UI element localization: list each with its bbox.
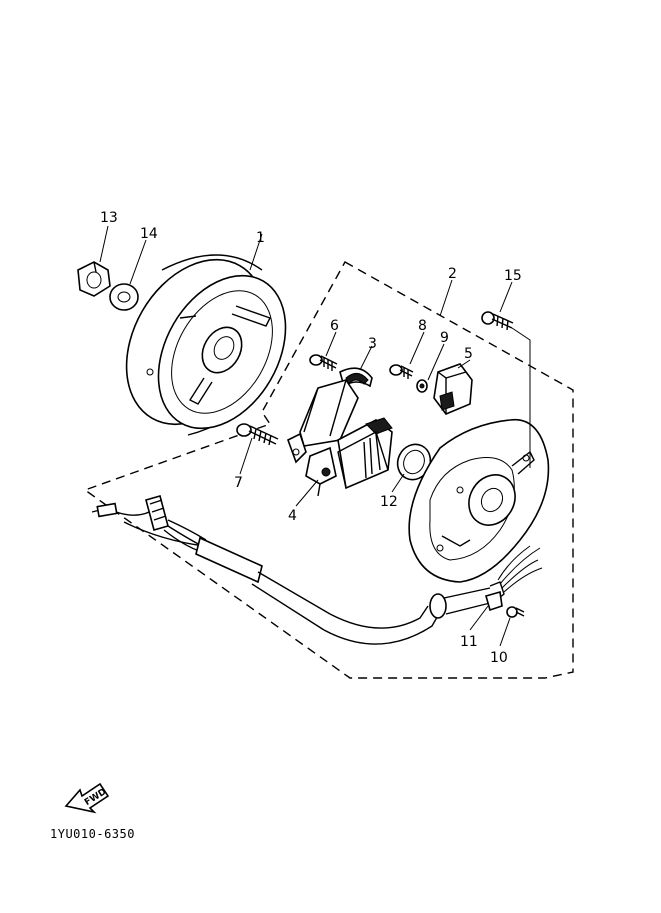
screw-part-15[interactable] — [481, 311, 514, 331]
callout-10: 10 — [490, 650, 508, 666]
drawing-code: 1YU010-6350 — [50, 827, 135, 841]
flywheel-part[interactable] — [98, 235, 311, 451]
leader-lines — [99, 225, 531, 647]
callout-8: 8 — [418, 318, 427, 334]
callout-15: 15 — [504, 268, 522, 284]
callout-13: 13 — [100, 210, 118, 226]
forward-arrow-icon: FWD — [64, 782, 110, 814]
callout-4: 4 — [288, 508, 297, 524]
screw-part-8[interactable] — [389, 364, 414, 379]
assembly-boundary — [83, 261, 574, 679]
callout-6: 6 — [330, 318, 339, 334]
callout-12: 12 — [380, 494, 398, 510]
callout-2: 2 — [448, 266, 457, 282]
callout-14: 14 — [140, 226, 158, 242]
washer-part[interactable] — [109, 283, 139, 311]
callout-5: 5 — [464, 346, 473, 362]
stator-base-plate-part[interactable] — [408, 418, 550, 583]
pulser-coil-part[interactable] — [287, 432, 337, 497]
clamp-part-11[interactable] — [485, 590, 503, 612]
wire-harness-part[interactable] — [91, 495, 543, 645]
callout-9: 9 — [440, 330, 449, 346]
clamp-part[interactable] — [433, 363, 473, 415]
callout-labels: 1 2 3 4 5 6 7 8 9 10 11 12 13 14 15 — [100, 210, 522, 666]
charge-coil-part[interactable] — [299, 367, 393, 490]
callout-7: 7 — [234, 475, 243, 491]
callout-11: 11 — [460, 634, 478, 650]
screw-part-10[interactable] — [506, 606, 525, 618]
nut-part[interactable] — [77, 261, 111, 297]
washer-part-9[interactable] — [416, 379, 428, 393]
screw-part-6[interactable] — [309, 354, 338, 371]
bolt-part-7[interactable] — [236, 423, 279, 446]
callout-1: 1 — [256, 230, 265, 246]
callout-3: 3 — [368, 336, 377, 352]
